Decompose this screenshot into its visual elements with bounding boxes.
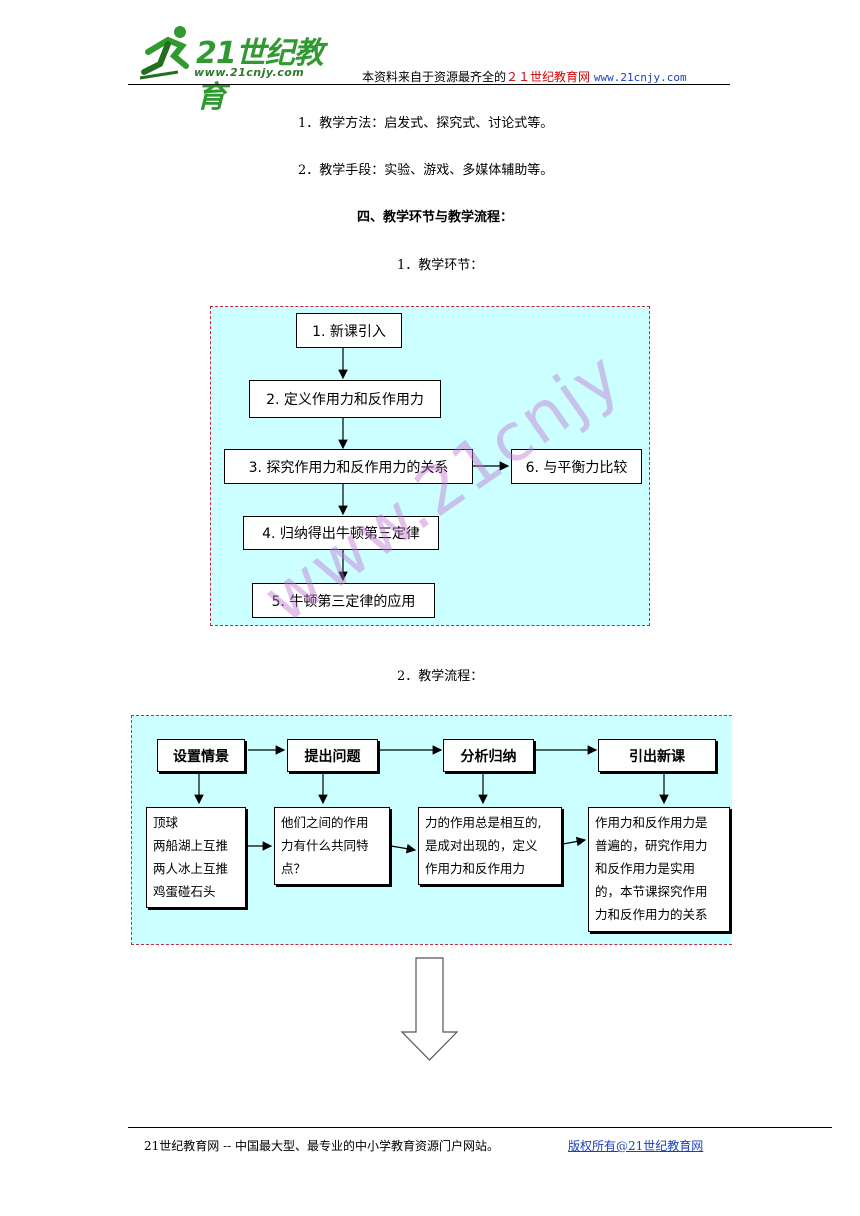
site-logo: 21世纪教育 www.21cnjy.com xyxy=(138,22,338,115)
section-title: 四、教学环节与教学流程： xyxy=(357,210,514,225)
footer-text: 21世纪教育网 -- 中国最大型、最专业的中小学教育资源门户网站。 xyxy=(144,1139,500,1153)
question-line: 他们之间的作用 xyxy=(281,815,369,830)
scenario-line: 两人冰上互推 xyxy=(153,861,229,876)
flow-header-question: 提出问题 xyxy=(287,739,378,772)
step-3-box: 3. 探究作用力和反作用力的关系 xyxy=(224,449,473,484)
scenario-line: 鸡蛋碰石头 xyxy=(153,884,216,899)
new-lesson-line: 力和反作用力的关系 xyxy=(595,907,708,922)
flow-header-analysis: 分析归纳 xyxy=(443,739,534,772)
flow-header-scenario: 设置情景 xyxy=(157,739,245,772)
new-lesson-line: 普遍的，研究作用力 xyxy=(595,838,708,853)
header-note-prefix: 本资料来自于资源最齐全的 xyxy=(362,70,507,84)
question-line: 力有什么共同特 xyxy=(281,838,369,853)
scenario-line: 两船湖上互推 xyxy=(153,838,229,853)
step-1-box: 1. 新课引入 xyxy=(296,313,402,348)
teaching-method: 1．教学方法：启发式、探究式、讨论式等。 xyxy=(298,116,554,131)
down-arrow-icon xyxy=(400,957,459,1061)
header-divider xyxy=(128,84,730,85)
logo-text: 21世纪教育 xyxy=(196,36,324,115)
footer-divider xyxy=(128,1127,832,1128)
new-lesson-line: 作用力和反作用力是 xyxy=(595,815,708,830)
new-lesson-line: 和反作用力是实用 xyxy=(595,861,696,876)
step-6-box: 6. 与平衡力比较 xyxy=(511,449,642,484)
header-note-url[interactable]: www.21cnjy.com xyxy=(593,71,687,84)
step-2-box: 2. 定义作用力和反作用力 xyxy=(249,380,441,418)
flow-box-new-lesson: 作用力和反作用力是 普遍的，研究作用力 和反作用力是实用 的，本节课探究作用 力… xyxy=(588,807,730,932)
flow-header-new-lesson: 引出新课 xyxy=(598,739,716,772)
header-note-site[interactable]: ２１世纪教育网 xyxy=(506,70,591,84)
subsection-steps: 1．教学环节： xyxy=(397,258,484,273)
flow-box-question: 他们之间的作用 力有什么共同特 点？ xyxy=(274,807,390,885)
step-5-box: 5. 牛顿第三定律的应用 xyxy=(252,583,435,618)
runner-logo-icon xyxy=(139,26,189,80)
analysis-line: 是成对出现的，定义 xyxy=(425,838,538,853)
new-lesson-line: 的，本节课探究作用 xyxy=(595,884,708,899)
scenario-line: 顶球 xyxy=(153,815,179,830)
question-line: 点？ xyxy=(281,861,307,876)
flow-box-analysis: 力的作用总是相互的, 是成对出现的，定义 作用力和反作用力 xyxy=(418,807,562,885)
analysis-line: 作用力和反作用力 xyxy=(425,861,526,876)
header-note: 本资料来自于资源最齐全的２１世纪教育网 www.21cnjy.com xyxy=(362,68,687,85)
subsection-flow: 2．教学流程： xyxy=(397,669,484,684)
footer-copyright-link[interactable]: 版权所有@21世纪教育网 xyxy=(568,1139,704,1153)
teaching-means: 2．教学手段：实验、游戏、多媒体辅助等。 xyxy=(298,163,554,178)
flow-box-scenario: 顶球 两船湖上互推 两人冰上互推 鸡蛋碰石头 xyxy=(146,807,246,908)
step-4-box: 4. 归纳得出牛顿第三定律 xyxy=(243,516,439,550)
logo-url: www.21cnjy.com xyxy=(194,66,305,79)
analysis-line: 力的作用总是相互的, xyxy=(425,815,542,830)
